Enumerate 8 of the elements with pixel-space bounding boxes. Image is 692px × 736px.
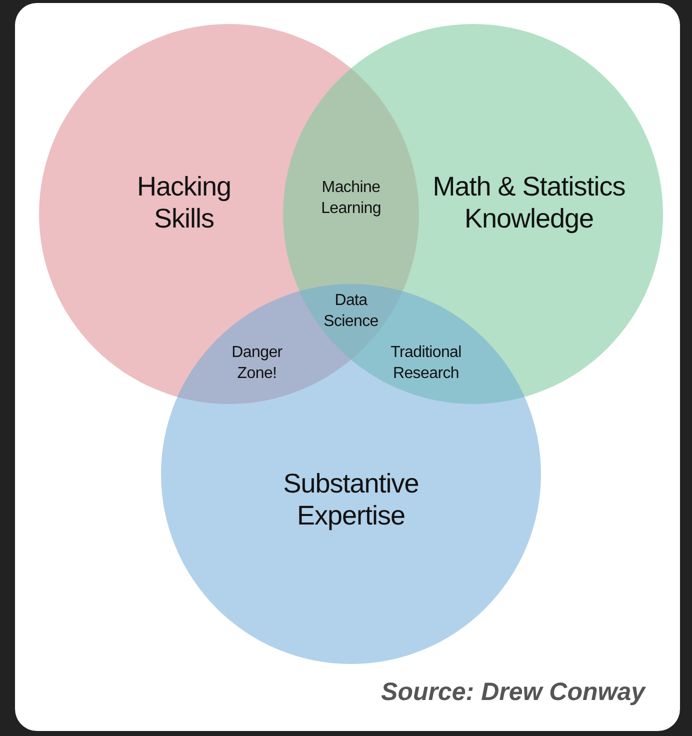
circle-title: Substantive Expertise xyxy=(282,468,420,532)
source-caption: Source: Drew Conway xyxy=(381,678,645,707)
circle-title: Math & Statistics Knowledge xyxy=(432,170,626,236)
circle-title: Hacking Skills xyxy=(136,170,232,236)
overlap-label: Traditional Research xyxy=(390,343,462,384)
overlap-label: Danger Zone! xyxy=(230,343,284,384)
overlap-label: Data Science xyxy=(322,291,380,332)
overlap-label: Machine Learning xyxy=(320,178,382,219)
